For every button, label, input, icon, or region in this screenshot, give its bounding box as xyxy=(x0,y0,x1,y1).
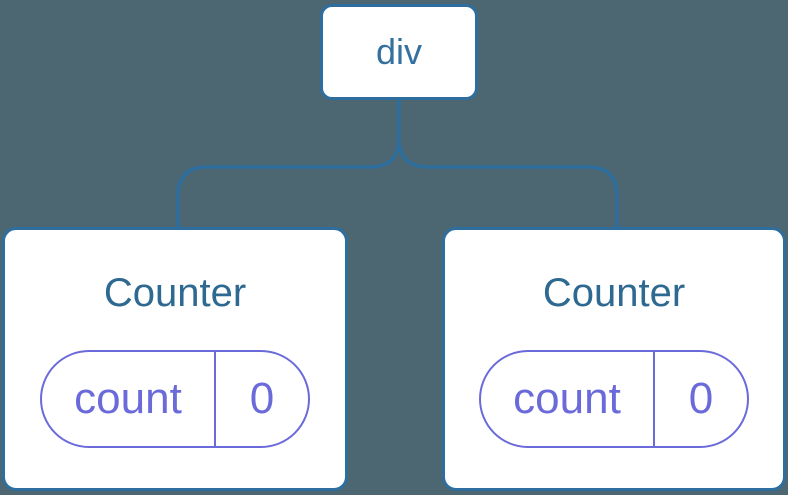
state-key: count xyxy=(74,374,182,423)
state-pill: count 0 xyxy=(40,350,310,448)
state-key: count xyxy=(513,374,621,423)
counter-node-left: Counter count 0 xyxy=(2,227,348,491)
root-node-div: div xyxy=(320,4,478,100)
state-value: 0 xyxy=(214,352,308,446)
connector-left-branch xyxy=(176,100,401,228)
component-name: Counter xyxy=(103,271,247,315)
state-value: 0 xyxy=(653,352,747,446)
counter-node-right: Counter count 0 xyxy=(442,227,786,491)
state-pill: count 0 xyxy=(479,350,749,448)
connector-right-branch xyxy=(397,100,619,228)
root-node-label: div xyxy=(375,31,423,72)
component-name: Counter xyxy=(542,271,686,315)
